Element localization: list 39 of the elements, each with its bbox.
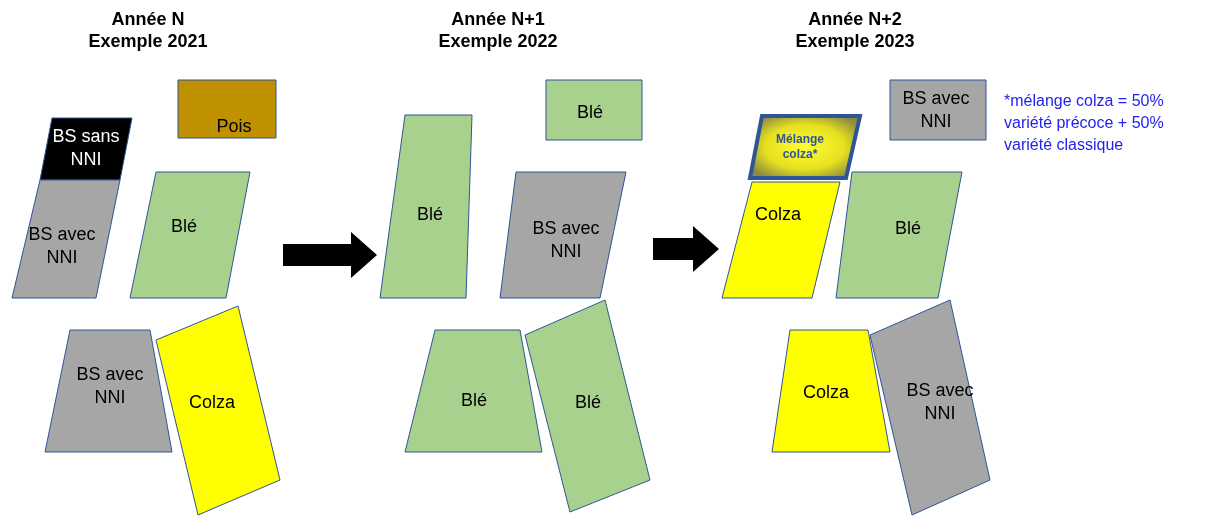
crop-label: BS sans NNI — [51, 125, 121, 171]
crop-field — [772, 330, 890, 452]
crop-field — [525, 300, 650, 512]
crop-field — [836, 172, 962, 298]
crop-field — [546, 80, 642, 140]
year-heading: Année N Exemple 2021 — [87, 8, 209, 52]
crop-field — [722, 182, 840, 298]
crop-label: Blé — [170, 214, 198, 238]
crop-label: BS avec NNI — [75, 363, 145, 409]
crop-label: Colza — [188, 390, 236, 414]
crop-field — [870, 300, 990, 515]
crop-field — [500, 172, 626, 298]
block-arrow — [653, 226, 719, 272]
crop-label: Colza — [802, 380, 850, 404]
crop-label: Blé — [894, 216, 922, 240]
year-heading: Année N+2 Exemple 2023 — [794, 8, 916, 52]
crop-label: Mélange colza* — [775, 132, 825, 162]
crop-label: Colza — [754, 202, 802, 226]
crop-field — [156, 306, 280, 515]
crop-field — [890, 80, 986, 140]
crop-label: Blé — [416, 202, 444, 226]
crop-field — [380, 115, 472, 298]
crop-label: BS avec NNI — [901, 87, 971, 133]
footnote: *mélange colza = 50% variété précoce + 50% variété classique — [1004, 91, 1165, 155]
crop-label: BS avec NNI — [27, 223, 97, 269]
crop-label: Blé — [460, 388, 488, 412]
crop-label: Blé — [576, 100, 604, 124]
crop-label: BS avec NNI — [905, 379, 975, 425]
crop-field — [750, 116, 860, 178]
crop-field — [45, 330, 172, 452]
crop-label: BS avec NNI — [531, 217, 601, 263]
crop-label: Pois — [215, 114, 253, 138]
crop-field — [130, 172, 250, 298]
crop-field — [12, 180, 120, 298]
crop-label: Blé — [574, 390, 602, 414]
crop-field — [405, 330, 542, 452]
block-arrow — [283, 232, 377, 278]
year-heading: Année N+1 Exemple 2022 — [437, 8, 559, 52]
crop-field — [178, 80, 276, 138]
